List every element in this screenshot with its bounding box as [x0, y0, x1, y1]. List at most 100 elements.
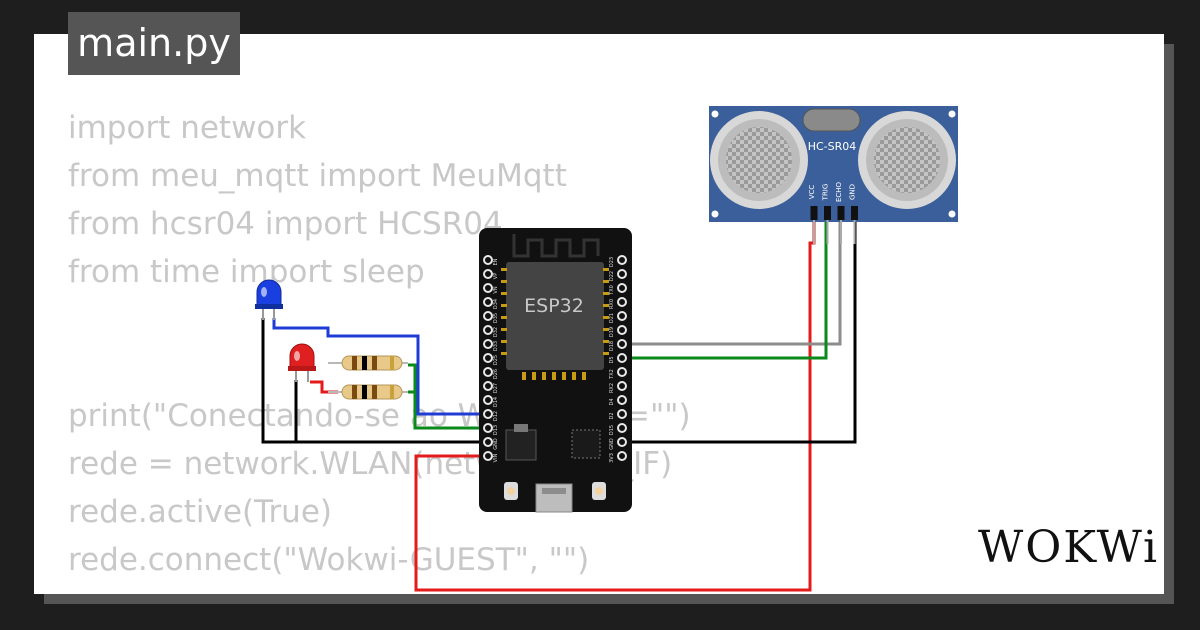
pin-d14[interactable] [483, 395, 493, 405]
esp32-module [506, 262, 604, 370]
pin-label: D25 [493, 355, 499, 365]
pin-label: D18 [609, 341, 615, 351]
pin-d19[interactable] [617, 325, 627, 335]
wire-black-gnd[interactable] [622, 216, 857, 444]
pin-label: D34 [493, 299, 499, 309]
sensor-pin-trig[interactable] [824, 206, 831, 220]
code-line: rede.active(True) [68, 494, 332, 530]
pin-d25[interactable] [483, 353, 493, 363]
pin-label: D12 [493, 411, 499, 421]
pin-label: D23 [609, 257, 615, 267]
pin-label: VP [493, 273, 499, 279]
pin-d12[interactable] [483, 409, 493, 419]
pin-label: D4 [609, 398, 615, 405]
pin-label: RX0 [609, 299, 615, 309]
pin-tx0[interactable] [617, 283, 627, 293]
pin-label: D21 [609, 313, 615, 323]
transducer-left [710, 111, 808, 209]
pin-d2[interactable] [617, 409, 627, 419]
pin-label: GND [609, 438, 615, 450]
pin-gnd[interactable] [483, 437, 493, 447]
left-pin-header: ENVPVND34D35D32D33D25D26D27D14D12D13GNDV… [483, 255, 499, 462]
pin-d34[interactable] [483, 297, 493, 307]
pin-label: D15 [609, 425, 615, 435]
right-pin-header: D23D22TX0RX0D21D19D18D5TX2RX2D4D2D15GND3… [609, 255, 627, 463]
pin-label: D27 [493, 383, 499, 393]
code-line: import network [68, 110, 307, 146]
sensor-pin-label: VCC [808, 185, 816, 200]
pin-3v3[interactable] [617, 451, 627, 461]
pin-label: VIN [493, 453, 499, 462]
pin-label: RX2 [609, 383, 615, 393]
led-blue[interactable] [255, 279, 283, 320]
pin-label: TX0 [609, 285, 615, 296]
pin-d15[interactable] [617, 423, 627, 433]
code-line: from time import sleep [68, 254, 425, 290]
pin-d4[interactable] [617, 395, 627, 405]
antenna [512, 234, 600, 258]
code-line: rede.connect("Wokwi-GUEST", "") [68, 542, 590, 578]
sensor-pin-gnd[interactable] [851, 206, 858, 220]
pin-rx0[interactable] [617, 297, 627, 307]
pin-d18[interactable] [617, 339, 627, 349]
pin-d21[interactable] [617, 311, 627, 321]
pin-label: D26 [493, 369, 499, 379]
wire-gray-trig[interactable] [622, 216, 842, 346]
sensor-pin-label: TRIG [822, 184, 830, 202]
wire-green-echo[interactable] [622, 216, 828, 360]
pin-label: GND [493, 438, 499, 450]
esp32-board[interactable]: ESP32 ENVPVND34D35D32D33D25D26D27D14D12D… [479, 228, 632, 513]
pin-label: D22 [609, 271, 615, 281]
pin-tx2[interactable] [617, 367, 627, 377]
sensor-pin-echo[interactable] [837, 206, 845, 220]
pin-vn[interactable] [483, 283, 493, 293]
pin-label: TX2 [609, 369, 615, 380]
pin-label: D19 [609, 327, 615, 337]
pin-label: VN [493, 286, 499, 293]
pin-label: D33 [493, 341, 499, 351]
crystal [802, 108, 861, 132]
pin-d35[interactable] [483, 311, 493, 321]
sensor-pin-label: ECHO [835, 181, 843, 202]
pin-d13[interactable] [483, 423, 493, 433]
wire-green-led[interactable] [408, 363, 488, 430]
wire-red-led[interactable] [310, 380, 338, 394]
pin-label: 3V3 [609, 453, 615, 463]
pin-label: D32 [493, 327, 499, 337]
sensor-pin-label: GND [849, 184, 857, 200]
pin-en[interactable] [483, 255, 493, 265]
pin-label: D2 [609, 412, 615, 419]
resistor-2[interactable] [328, 384, 410, 400]
usb-chip [571, 429, 601, 459]
led-red[interactable] [288, 343, 316, 382]
pin-vp[interactable] [483, 269, 493, 279]
pin-d32[interactable] [483, 325, 493, 335]
esp32-label: ESP32 [524, 295, 584, 317]
pin-d5[interactable] [617, 353, 627, 363]
pin-d22[interactable] [617, 269, 627, 279]
sensor-pin-vcc[interactable] [810, 206, 818, 220]
wire-blue[interactable] [272, 318, 488, 416]
sensor-pin-labels: VCC TRIG ECHO GND [808, 181, 858, 244]
sensor-label: HC-SR04 [808, 140, 857, 153]
pin-rx2[interactable] [617, 381, 627, 391]
pin-d26[interactable] [483, 367, 493, 377]
pin-vin[interactable] [483, 451, 493, 461]
file-tab[interactable]: main.py [68, 12, 240, 75]
code-line: from hcsr04 import HCSR04 [68, 206, 503, 242]
pin-label: EN [493, 258, 499, 265]
pin-d33[interactable] [483, 339, 493, 349]
pin-gnd[interactable] [617, 437, 627, 447]
transducer-right [858, 111, 956, 209]
hc-sr04-sensor[interactable]: HC-SR04 VCC TRIG ECHO GND [709, 106, 958, 244]
wire-black-led[interactable] [261, 318, 488, 444]
pin-d27[interactable] [483, 381, 493, 391]
resistor-1[interactable] [328, 355, 408, 371]
voltage-regulator [505, 429, 537, 461]
wokwi-logo: WOKWi [978, 522, 1160, 573]
pin-d23[interactable] [617, 255, 627, 265]
pin-label: D13 [493, 425, 499, 435]
code-line: while not rede.isconnected(): [68, 584, 691, 594]
pin-label: D14 [493, 397, 499, 407]
